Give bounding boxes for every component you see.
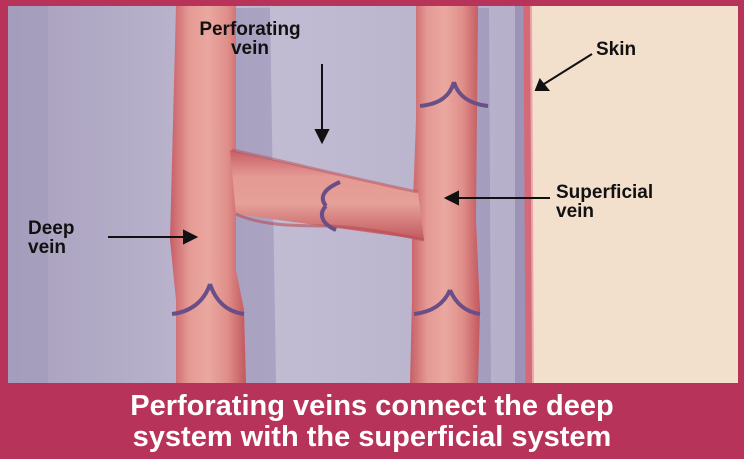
- label-superficial-vein: Superficial vein: [556, 183, 736, 221]
- caption-line1: Perforating veins connect the deep: [0, 391, 744, 422]
- label-deep-line2: vein: [28, 238, 108, 257]
- label-superficial-line1: Superficial: [556, 183, 736, 202]
- caption-line2: system with the superficial system: [0, 422, 744, 453]
- label-perforating-vein: Perforating vein: [150, 20, 350, 58]
- tissue-shade-left: [8, 6, 48, 384]
- label-superficial-line2: vein: [556, 202, 736, 221]
- label-perforating-line1: Perforating: [150, 20, 350, 39]
- skin-layer: [527, 6, 529, 384]
- label-deep-vein: Deep vein: [28, 219, 108, 257]
- label-perforating-line2: vein: [150, 39, 350, 58]
- caption: Perforating veins connect the deep syste…: [0, 383, 744, 459]
- label-skin: Skin: [596, 40, 656, 59]
- label-deep-line1: Deep: [28, 219, 108, 238]
- superficial-vein: [410, 6, 480, 384]
